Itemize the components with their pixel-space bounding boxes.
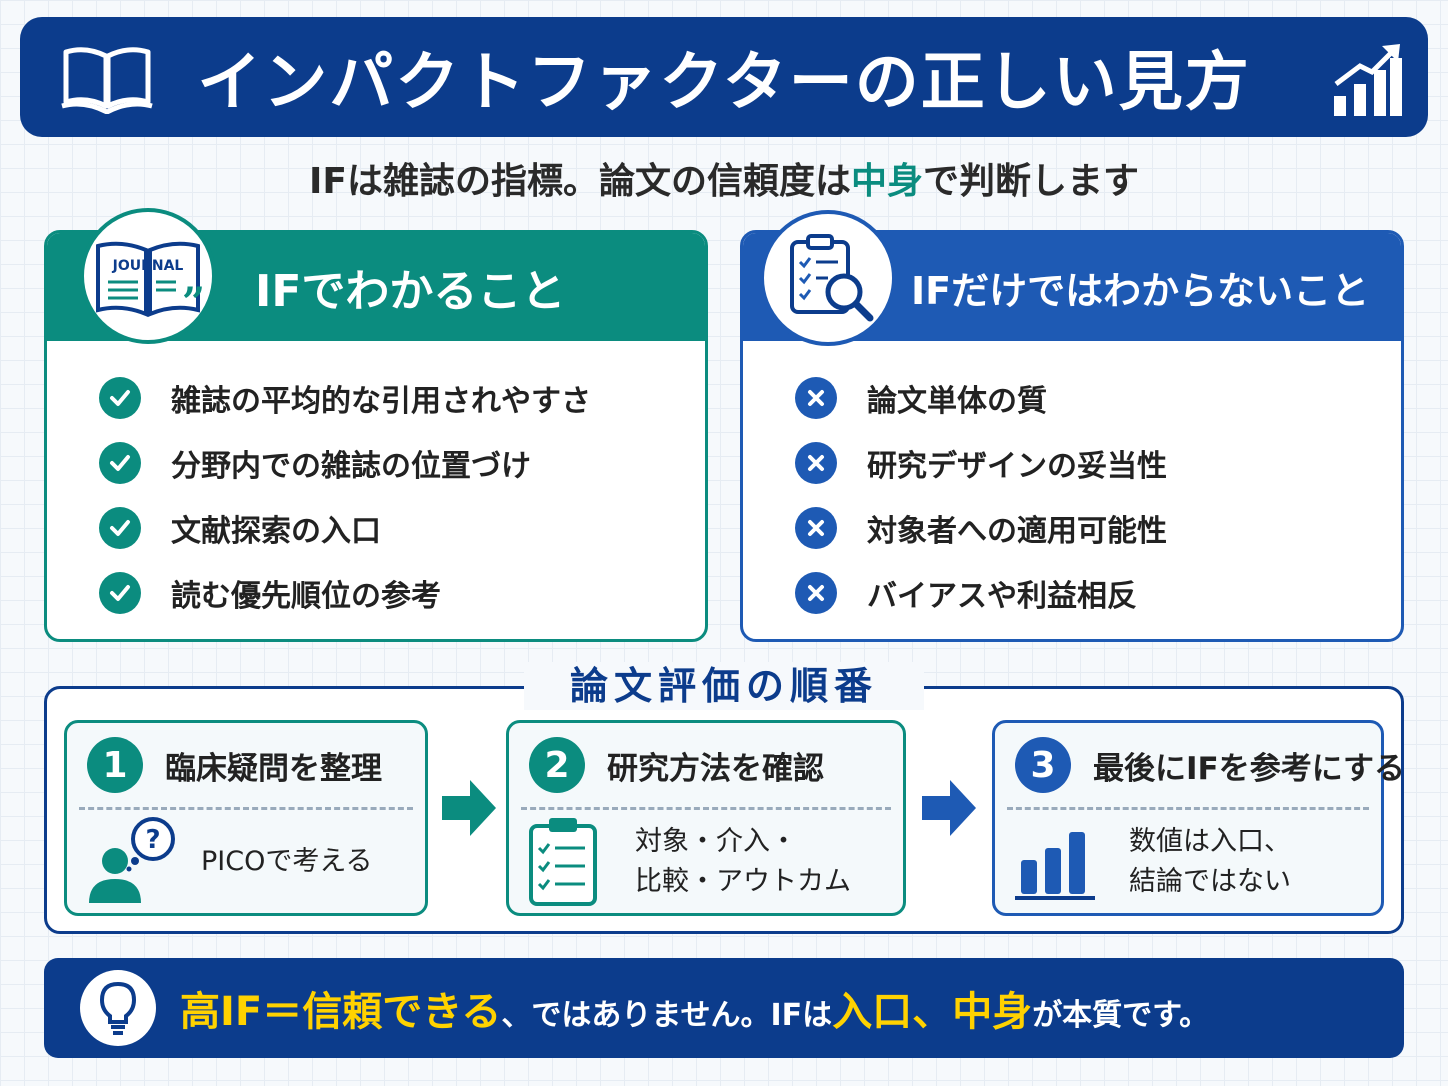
item-label: 分野内での雑誌の位置づけ	[171, 448, 531, 484]
bar-chart-icon	[1015, 832, 1095, 900]
subtitle: IFは雑誌の指標。論文の信頼度は中身で判断します	[0, 152, 1448, 204]
step-number: 2	[529, 737, 585, 793]
divider	[521, 807, 891, 810]
list-item: 対象者への適用可能性	[795, 495, 1401, 560]
cross-icon	[795, 506, 837, 549]
lightbulb-icon	[80, 970, 156, 1046]
item-label: 研究デザインの妥当性	[867, 448, 1167, 484]
cross-icon	[795, 571, 837, 614]
clipboard-search-icon	[760, 210, 896, 346]
list-item: 文献探索の入口	[99, 495, 705, 560]
check-icon	[99, 441, 141, 484]
check-icon	[99, 571, 141, 614]
item-label: 文献探索の入口	[171, 513, 381, 549]
card-title: IFだけではわからないこと	[911, 268, 1370, 313]
cross-icon	[795, 441, 837, 484]
footer-text: が本質です。	[1032, 998, 1210, 1033]
footer-banner: 高IF＝信頼できる、ではありません。IFは入口、中身が本質です。	[44, 958, 1404, 1058]
subtitle-highlight: 中身	[850, 161, 923, 202]
unknowable-list: 論文単体の質 研究デザインの妥当性 対象者への適用可能性 バイアスや利益相反	[743, 341, 1401, 625]
arrow-right-icon	[922, 780, 976, 836]
step-description: 対象・介入・ 比較・アウトカム	[635, 826, 851, 897]
item-label: 読む優先順位の参考	[171, 578, 441, 614]
list-item: 読む優先順位の参考	[99, 560, 705, 625]
item-label: 対象者への適用可能性	[867, 513, 1167, 549]
if-unknowable-card: IFだけではわからないこと 論文単体の質 研究デザインの妥当性 対象者への適用可…	[740, 230, 1404, 642]
footer-emphasis: 入口	[832, 989, 913, 1035]
growth-chart-icon	[1334, 44, 1402, 116]
list-item: 雑誌の平均的な引用されやすさ	[99, 365, 705, 430]
person-question-icon: ?	[89, 817, 175, 903]
card-title: IFでわかること	[255, 266, 566, 317]
svg-text:?: ?	[145, 825, 160, 855]
footer-comma: 、	[912, 989, 953, 1035]
subtitle-text: IFは雑誌の指標。論文の信頼度は	[308, 161, 851, 202]
svg-text:”: ”	[182, 279, 205, 326]
footer-emphasis: 高IF＝信頼できる	[180, 989, 502, 1035]
arrow-right-icon	[442, 780, 496, 836]
subtitle-text-end: で判断します	[923, 161, 1140, 202]
footer-text: 、ではありません。IFは	[501, 998, 833, 1033]
step-label: 臨床疑問を整理	[165, 750, 382, 787]
steps-title: 論文評価の順番	[524, 662, 924, 710]
item-label: 論文単体の質	[867, 383, 1047, 419]
step-number: 3	[1015, 737, 1071, 793]
footer-emphasis: 中身	[952, 989, 1033, 1035]
list-item: 論文単体の質	[795, 365, 1401, 430]
page-title: インパクトファクターの正しい見方	[197, 46, 1251, 120]
step-description: 数値は入口、 結論ではない	[1129, 826, 1291, 897]
open-book-icon	[61, 47, 153, 114]
header-banner: インパクトファクターの正しい見方	[20, 17, 1428, 137]
check-icon	[99, 506, 141, 549]
list-item: 研究デザインの妥当性	[795, 430, 1401, 495]
item-label: バイアスや利益相反	[867, 578, 1137, 614]
cross-icon	[795, 376, 837, 419]
step-description: PICOで考える	[201, 846, 373, 877]
checklist-icon	[529, 818, 597, 906]
list-item: 分野内での雑誌の位置づけ	[99, 430, 705, 495]
check-icon	[99, 376, 141, 419]
journal-icon: JOURNAL ”	[80, 208, 216, 344]
knowable-list: 雑誌の平均的な引用されやすさ 分野内での雑誌の位置づけ 文献探索の入口 読む優先…	[47, 341, 705, 625]
list-item: バイアスや利益相反	[795, 560, 1401, 625]
divider	[79, 807, 413, 810]
step-number: 1	[87, 737, 143, 793]
step-card-2: 2 研究方法を確認 対象・介入・ 比較・アウトカム	[506, 720, 906, 916]
step-card-1: 1 臨床疑問を整理 ? PICOで考える	[64, 720, 428, 916]
footer-message: 高IF＝信頼できる、ではありません。IFは入口、中身が本質です。	[180, 979, 1209, 1037]
step-card-3: 3 最後にIFを参考にする 数値は入口、 結論ではない	[992, 720, 1405, 916]
journal-label: JOURNAL	[112, 258, 184, 274]
divider	[1007, 807, 1369, 810]
step-label: 最後にIFを参考にする	[1093, 750, 1406, 787]
step-label: 研究方法を確認	[607, 750, 824, 787]
item-label: 雑誌の平均的な引用されやすさ	[171, 383, 591, 419]
